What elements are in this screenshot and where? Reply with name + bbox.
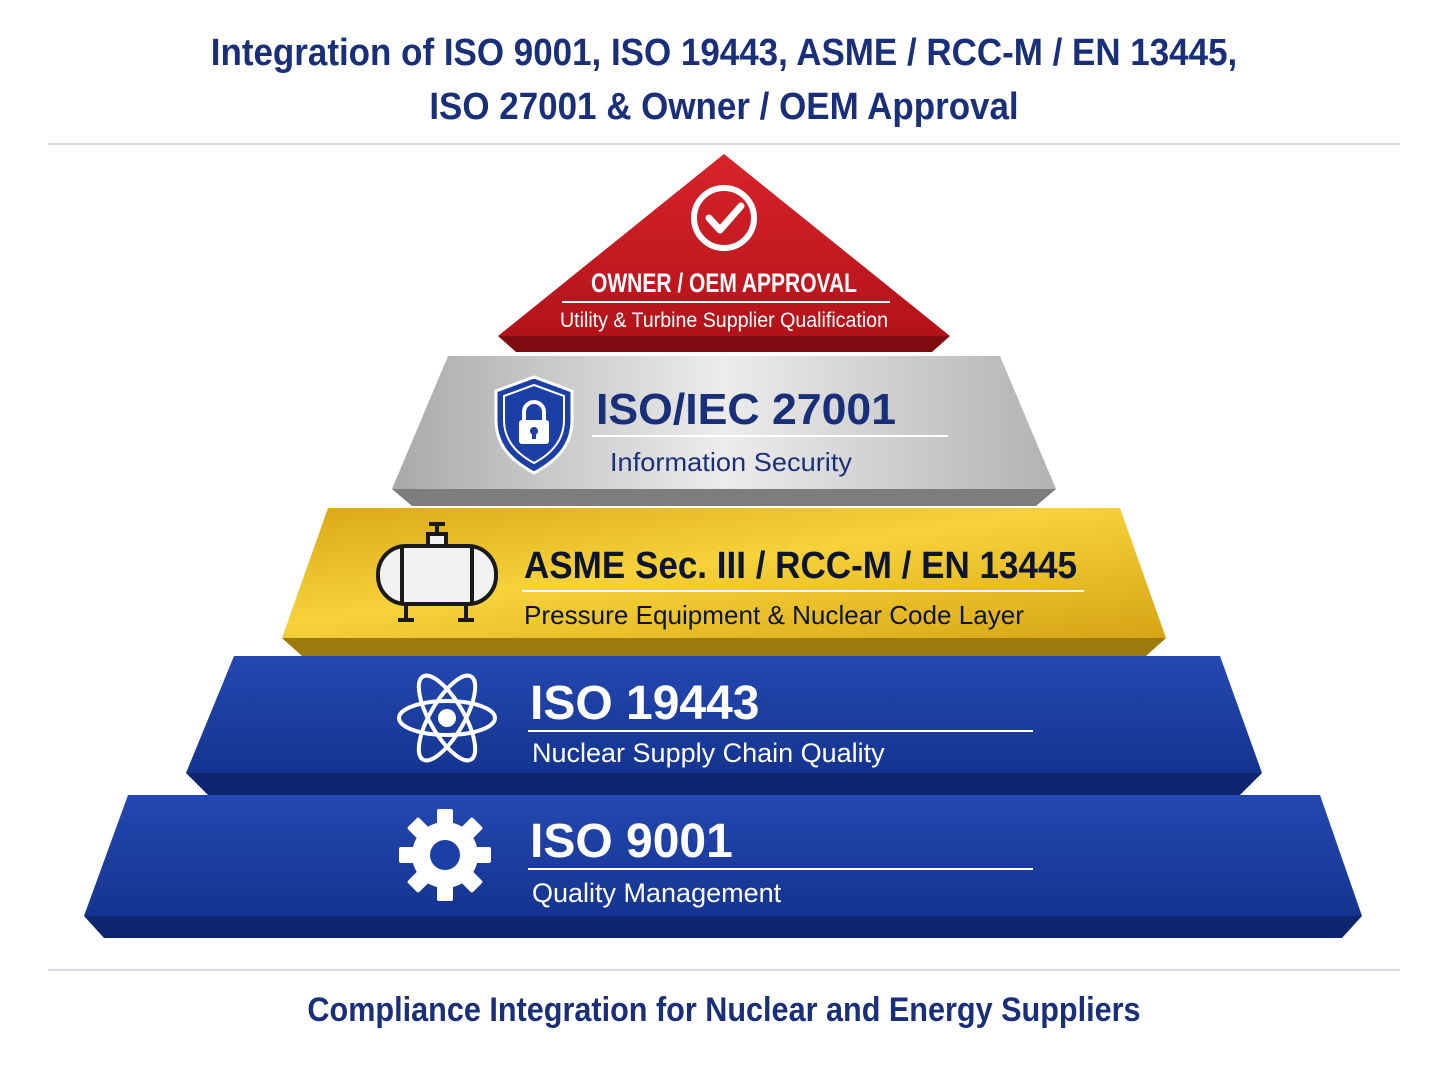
tier-iso-9001-bottom-edge [84, 916, 1362, 938]
tier-iso-19443-face [186, 656, 1262, 773]
tier-iso-19443-title: ISO 19443 [530, 677, 760, 730]
tier-iso-9001-subtitle: Quality Management [532, 878, 782, 908]
bottom-divider [48, 969, 1400, 971]
title-line-1: Integration of ISO 9001, ISO 19443, ASME… [210, 32, 1238, 74]
tier-owner-oem-bottom-edge [498, 336, 950, 352]
footer-caption: Compliance Integration for Nuclear and E… [307, 991, 1141, 1029]
tier-owner-oem: OWNER / OEM APPROVAL Utility & Turbine S… [498, 154, 950, 352]
top-divider [48, 143, 1400, 145]
tier-asme-face [282, 508, 1166, 638]
tier-iso-19443-bottom-edge [186, 773, 1262, 795]
shield-lock-icon [494, 375, 574, 475]
tier-iso-9001: ISO 9001 Quality Management [84, 795, 1362, 938]
tier-iso-19443-subtitle: Nuclear Supply Chain Quality [532, 738, 885, 768]
tier-iso-27001: ISO/IEC 27001 Information Security [392, 356, 1056, 506]
atom-icon [397, 673, 497, 763]
title-line-2: ISO 27001 & Owner / OEM Approval [429, 86, 1019, 128]
tier-asme: ASME Sec. III / RCC-M / EN 13445 Pressur… [282, 508, 1166, 656]
tier-iso-19443: ISO 19443 Nuclear Supply Chain Quality [186, 656, 1262, 795]
tier-iso-9001-face [84, 795, 1362, 916]
tier-owner-oem-title: OWNER / OEM APPROVAL [591, 268, 857, 298]
pressure-vessel-icon [376, 522, 498, 622]
check-circle-icon [691, 185, 757, 251]
tier-iso-27001-subtitle: Information Security [610, 447, 852, 477]
tier-iso-27001-title: ISO/IEC 27001 [596, 385, 896, 434]
tier-asme-bottom-edge [282, 638, 1166, 656]
page-title: Integration of ISO 9001, ISO 19443, ASME… [58, 26, 1390, 134]
tier-asme-subtitle: Pressure Equipment & Nuclear Code Layer [524, 600, 1024, 630]
tier-iso-27001-bottom-edge [392, 489, 1056, 506]
tier-owner-oem-subtitle: Utility & Turbine Supplier Qualification [560, 309, 888, 332]
tier-iso-9001-title: ISO 9001 [530, 815, 733, 868]
gear-icon [399, 809, 491, 901]
tier-asme-title: ASME Sec. III / RCC-M / EN 13445 [524, 545, 1077, 587]
